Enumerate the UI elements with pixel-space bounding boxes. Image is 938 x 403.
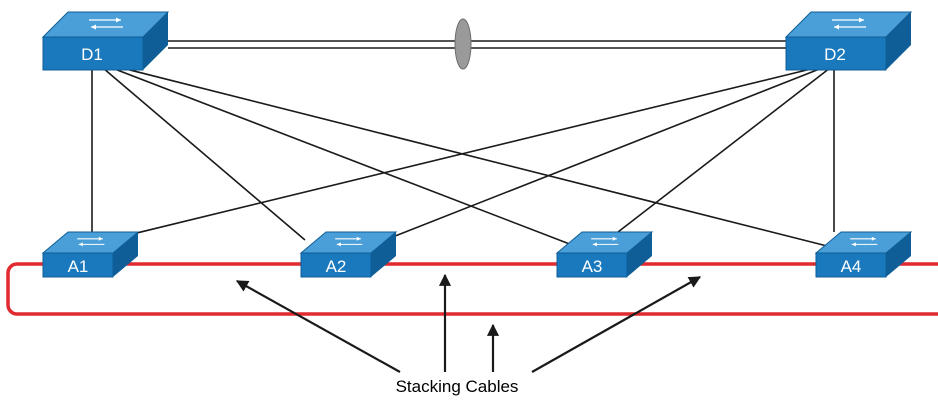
stacking-cable-ring — [6, 262, 938, 316]
link-d2-a1 — [107, 67, 816, 241]
switch-a4[interactable]: A4 — [814, 231, 913, 278]
switch-a3[interactable]: A3 — [555, 231, 654, 278]
switch-a2-label: A2 — [326, 257, 347, 276]
switch-d1-label: D1 — [81, 45, 103, 64]
switch-a2[interactable]: A2 — [299, 231, 398, 278]
stacking-cables-caption: Stacking Cables — [396, 377, 519, 396]
uplinks — [91, 67, 836, 249]
switch-d1[interactable]: D1 — [41, 11, 170, 71]
link-d2-a2 — [384, 67, 823, 241]
etherchannel-oval-icon — [454, 18, 472, 70]
link-d1-a4 — [121, 67, 836, 249]
link-d1-a3 — [111, 67, 581, 249]
link-d1-a2 — [102, 67, 306, 241]
switch-d2-label: D2 — [824, 45, 846, 64]
link-d2-a3 — [617, 67, 831, 233]
switch-d2[interactable]: D2 — [784, 11, 913, 71]
switch-a1-label: A1 — [68, 257, 89, 276]
switch-a4-label: A4 — [841, 257, 862, 276]
arrow-icon — [235, 280, 401, 373]
switch-a3-label: A3 — [582, 257, 603, 276]
arrow-icon — [531, 276, 702, 373]
callout-arrows — [235, 273, 702, 373]
etherchannel-link — [168, 18, 786, 70]
switch-a1[interactable]: A1 — [41, 231, 140, 278]
